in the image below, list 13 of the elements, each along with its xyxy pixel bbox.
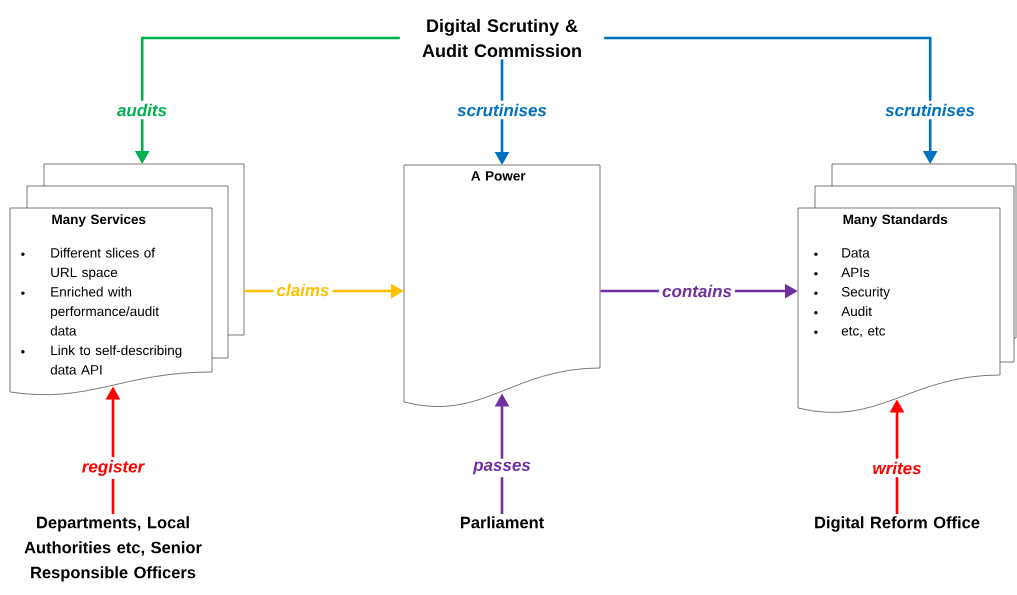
- edge-label: contains: [659, 281, 735, 301]
- edge-label: passes: [470, 458, 534, 478]
- heading-text: Digital Scrutiny & Audit Commission: [422, 18, 581, 58]
- actor-label: Digital Reform Office: [815, 516, 980, 532]
- edge-label: audits: [113, 100, 171, 120]
- edge-label: register: [78, 457, 148, 479]
- actor-label: Parliament: [460, 516, 544, 529]
- actor-label: Departments, Local Authorities etc, Senior Responsible Officers: [24, 516, 202, 582]
- edge-label: writes: [869, 458, 925, 478]
- edge-label: scrutinises: [454, 100, 550, 120]
- box-heading: A Power: [471, 171, 526, 181]
- edge-label: claims: [273, 280, 333, 300]
- edge-label: scrutinises: [882, 100, 978, 120]
